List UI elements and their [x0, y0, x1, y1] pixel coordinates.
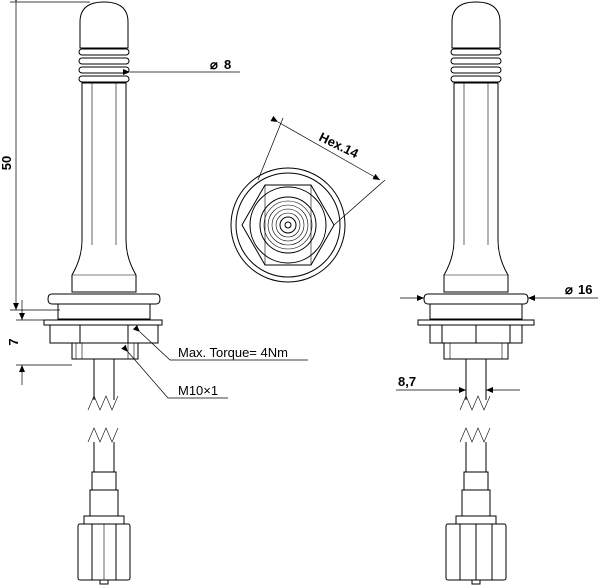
- right-antenna-body: [443, 82, 509, 293]
- left-base-flange: [47, 293, 161, 305]
- right-antenna-tip: [451, 1, 501, 49]
- left-thread: [71, 342, 139, 360]
- cable-offset-dimension: 8,7: [398, 374, 416, 389]
- right-thread: [443, 342, 509, 360]
- right-base-flange: [423, 293, 529, 305]
- left-antenna-tip: [79, 1, 129, 49]
- tip-diameter-symbol: ⌀: [210, 57, 218, 72]
- base-diameter-dimension: 16: [578, 282, 592, 297]
- left-side-view: 50 7 ⌀ 8 Max. Torque= 4Nm M10×1: [0, 0, 308, 585]
- right-cable: [459, 359, 491, 472]
- left-rib-rings: [78, 48, 130, 83]
- left-sma-connector: [77, 471, 131, 585]
- right-side-view: ⌀ 16 8,7: [396, 1, 598, 585]
- right-sma-connector: [445, 471, 507, 585]
- left-cable: [87, 359, 119, 472]
- top-view: Hex.14: [230, 115, 386, 283]
- thread-length-dimension: 7: [6, 338, 21, 345]
- torque-note: Max. Torque= 4Nm: [178, 345, 288, 360]
- tip-diameter-dimension: 8: [224, 57, 231, 72]
- left-washer: [43, 319, 163, 326]
- right-rib-rings: [450, 48, 502, 83]
- thread-note: M10×1: [178, 383, 218, 398]
- length-dimension: 50: [0, 156, 14, 170]
- right-washer: [417, 319, 535, 326]
- left-antenna-body: [71, 82, 137, 293]
- base-diameter-symbol: ⌀: [565, 282, 573, 297]
